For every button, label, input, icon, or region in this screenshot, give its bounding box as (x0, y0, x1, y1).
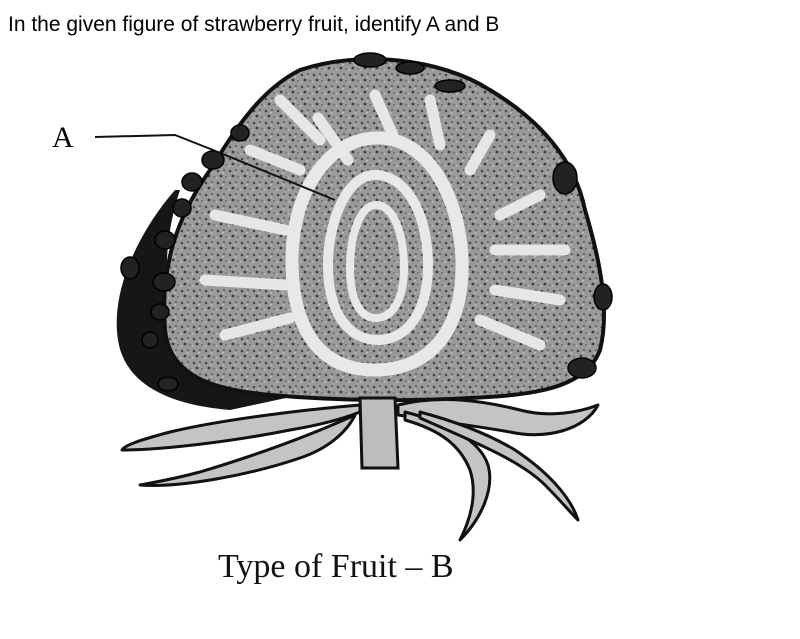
label-a-group: A (52, 121, 336, 201)
vascular-streaks (199, 89, 571, 351)
figure-caption: Type of Fruit – B (218, 548, 454, 585)
label-a-pointer (94, 133, 336, 201)
label-a: A (52, 121, 74, 154)
fruit-stalk (358, 396, 400, 470)
achenes (120, 52, 613, 392)
question-text: In the given figure of strawberry fruit,… (8, 13, 500, 36)
fruit-core (285, 131, 469, 377)
calyx-sepals (120, 398, 600, 542)
fruit-body (116, 57, 606, 410)
